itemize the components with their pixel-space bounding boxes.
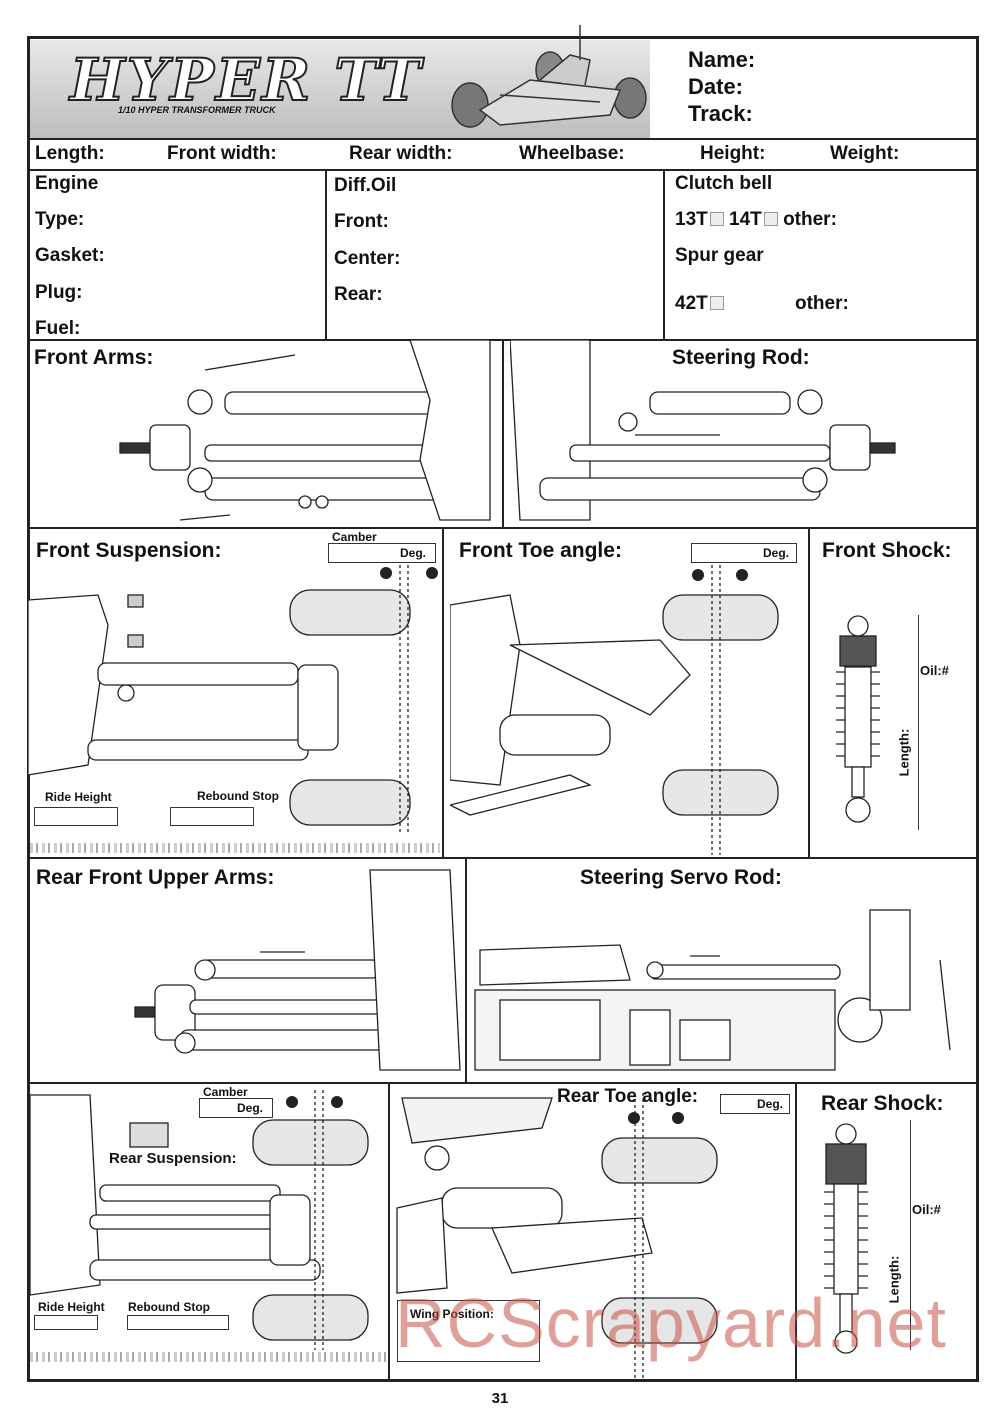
clutch-title: Clutch bell [675,173,773,194]
front-length-label: Length: [896,728,912,777]
front-toe-title: Front Toe angle: [459,539,622,562]
steering-servo-rod-title: Steering Servo Rod: [580,866,782,889]
clutch-14t-checkbox[interactable] [763,212,778,226]
date-label: Date: [688,74,744,99]
diff-center-label: Center: [334,248,401,269]
name-label: Name: [688,47,756,72]
rear-toe-diagram [396,1093,718,1378]
rear-toe-title: Rear Toe angle: [557,1086,699,1107]
divider [795,1082,797,1382]
front-width-label: Front width: [167,143,277,164]
wing-position-label: Wing Position: [410,1307,494,1321]
length-label: Length: [35,143,105,164]
ride-height-label: Ride Height [45,790,112,804]
front-camber-deg: Deg. [400,546,427,560]
rear-rebound-stop-label: Rebound Stop [128,1300,210,1314]
steering-rod-title: Steering Rod: [672,346,810,369]
front-toe-deg: Deg. [763,546,790,560]
divider [325,169,327,339]
front-shock-icon [836,615,880,823]
divider [502,339,504,527]
engine-type-label: Type: [35,209,85,230]
rear-width-label: Rear width: [349,143,453,164]
divider [388,1082,390,1382]
diff-title: Diff.Oil [334,175,397,196]
rear-shock-title: Rear Shock: [821,1092,944,1115]
wheelbase-label: Wheelbase: [519,143,625,164]
engine-plug-label: Plug: [35,282,83,303]
logo-text: HYPER TT [69,45,423,115]
rear-upper-arms-diagram [134,869,461,1071]
front-suspension-diagram [28,565,438,835]
rear-ride-height-field[interactable] [34,1315,98,1330]
front-camber-field[interactable] [328,543,436,563]
logo-subtitle: 1/10 HYPER TRANSFORMER TRUCK [118,105,276,115]
rear-oil-label: Oil:# [912,1202,941,1217]
watermark: RCScrapyard.net [395,1284,947,1362]
front-shock-title: Front Shock: [822,539,952,562]
engine-title: Engine [35,173,99,194]
front-toe-field[interactable] [691,543,797,563]
divider [442,527,444,857]
ground-texture [30,843,440,853]
divider [27,857,979,859]
front-suspension-title: Front Suspension: [36,539,222,562]
diff-front-label: Front: [334,211,389,232]
rear-camber-deg: Deg. [237,1101,264,1115]
front-toe-diagram [450,565,779,855]
clutch-13t-label: 13T [675,209,708,230]
rear-suspension-title: Rear Suspension: [109,1150,237,1167]
divider [27,138,979,140]
rebound-stop-field[interactable] [170,807,254,826]
clutch-14t-label: 14T [729,209,762,230]
rear-ride-height-label: Ride Height [38,1300,105,1314]
rear-toe-deg: Deg. [757,1097,784,1111]
rear-rebound-stop-field[interactable] [127,1315,229,1330]
divider [27,527,979,529]
ride-height-field[interactable] [34,807,118,826]
divider [663,169,665,339]
diff-rear-label: Rear: [334,284,383,305]
front-camber-label: Camber [332,530,377,544]
track-label: Track: [688,101,753,126]
rear-camber-field[interactable] [199,1098,273,1118]
engine-fuel-label: Fuel: [35,318,81,339]
clutch-13t-checkbox[interactable] [709,212,724,226]
spur-options: 42T [675,293,724,315]
spur-42t-checkbox[interactable] [709,296,724,310]
ground-texture [30,1352,386,1362]
front-arms-diagram [119,340,491,521]
front-arms-title: Front Arms: [34,346,154,369]
divider [465,857,467,1082]
rear-toe-field[interactable] [720,1094,790,1114]
rear-suspension-diagram [30,1090,369,1350]
spur-title: Spur gear [675,245,764,266]
steering-rod-diagram [510,340,896,521]
clutch-other-label: other: [783,209,837,230]
page-number: 31 [491,1390,509,1407]
weight-label: Weight: [830,143,900,164]
height-label: Height: [700,143,766,164]
engine-gasket-label: Gasket: [35,245,105,266]
divider [27,169,979,171]
rebound-stop-label: Rebound Stop [197,789,279,803]
shock-length-line [910,1120,911,1350]
shock-length-line [918,615,919,830]
clutch-options: 13T 14T other: [675,209,837,231]
divider [808,527,810,857]
steering-servo-diagram [474,909,951,1071]
rear-front-upper-arms-title: Rear Front Upper Arms: [36,866,275,889]
spur-other-label: other: [795,293,849,314]
rear-camber-label: Camber [203,1085,248,1099]
truck-illustration [451,25,647,128]
divider [27,1082,979,1084]
front-oil-label: Oil:# [920,663,949,678]
spur-42t-label: 42T [675,293,708,314]
wing-position-box[interactable] [397,1300,540,1362]
rear-shock-icon [824,1123,868,1354]
